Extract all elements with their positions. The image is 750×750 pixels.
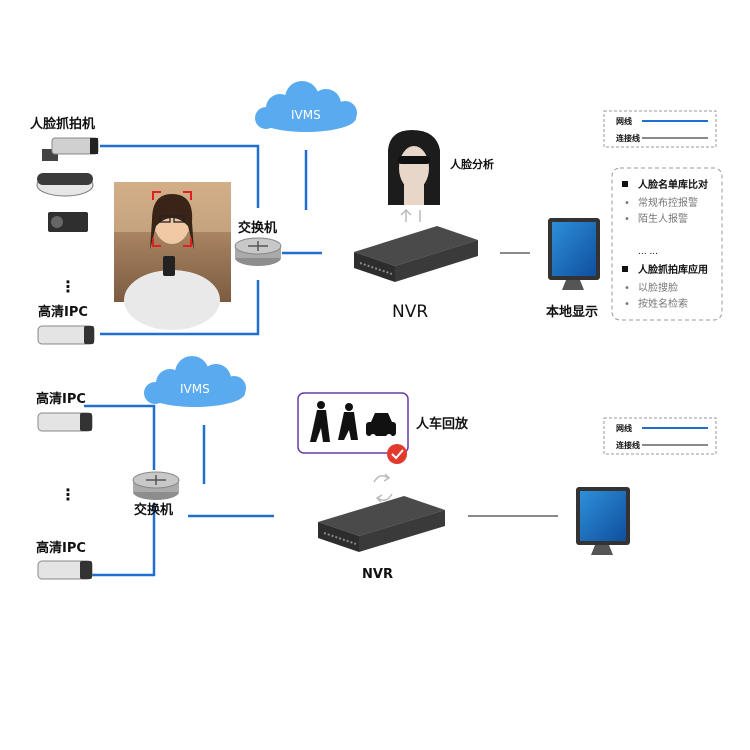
nvr-device-icon	[354, 226, 478, 282]
legend-network-label-bottom: 网线	[616, 423, 632, 433]
feature-item: •	[624, 283, 630, 294]
face-photo-image	[114, 182, 231, 330]
switch-label-bottom: 交换机	[134, 502, 173, 518]
feature-item: •	[624, 299, 630, 310]
playback-label: 人车回放	[416, 416, 469, 432]
switch-icon-bottom	[132, 471, 180, 500]
top-hd-ipc-camera-icon	[37, 325, 95, 345]
face-analysis-label: 人脸分析	[450, 157, 494, 171]
ivms-cloud-icon	[255, 81, 357, 132]
feature-item-text: 陌生人报警	[638, 212, 688, 225]
bottom-network-lines	[84, 404, 274, 577]
transfer-arrows-icon	[400, 208, 421, 222]
face-capture-camera-icon	[36, 137, 99, 232]
legend-top	[603, 110, 717, 148]
top-hd-ipc-label: 高清IPC	[38, 304, 88, 320]
feature-group1-title: 人脸名单库比对	[638, 178, 708, 191]
ivms-label: IVMS	[291, 108, 321, 122]
feature-item: •	[624, 198, 630, 209]
feature-item-text: 按姓名检索	[638, 297, 688, 310]
transfer-arrows-icon-bottom	[373, 473, 393, 503]
bullet-square-2	[622, 266, 628, 272]
face-analysis-image	[383, 130, 443, 205]
face-capture-label: 人脸抓拍机	[30, 116, 95, 132]
bottom-hd-ipc-camera-icon-1	[37, 412, 93, 432]
feature-more: ... ...	[638, 247, 658, 257]
check-badge-icon	[387, 444, 407, 464]
local-display-label: 本地显示	[546, 304, 598, 320]
nvr-label-bottom: NVR	[362, 567, 393, 582]
legend-network-label: 网线	[616, 116, 632, 126]
ivms-cloud-icon-bottom	[144, 356, 246, 407]
feature-item: •	[624, 214, 630, 225]
nvr-label: NVR	[392, 302, 428, 322]
bottom-hd-ipc-label-1: 高清IPC	[36, 391, 86, 407]
switch-icon	[234, 237, 282, 266]
feature-item-text: 以脸搜脸	[638, 281, 678, 294]
bullet-square-1	[622, 181, 628, 187]
monitor-icon	[548, 218, 600, 290]
legend-connect-label-bottom: 连接线	[616, 440, 640, 450]
bottom-ellipsis: ⋮	[60, 485, 76, 504]
bottom-hd-ipc-label-2: 高清IPC	[36, 540, 86, 556]
legend-bottom	[603, 417, 717, 455]
top-network-lines	[100, 144, 322, 336]
playback-box	[297, 392, 409, 454]
feature-box	[611, 167, 723, 321]
legend-connect-label: 连接线	[616, 133, 640, 143]
monitor-icon-bottom	[576, 487, 630, 555]
feature-group2-title: 人脸抓拍库应用	[638, 263, 708, 276]
feature-item-text: 常规布控报警	[638, 196, 698, 209]
person-icon	[338, 403, 358, 440]
ivms-label-bottom: IVMS	[180, 382, 210, 396]
person-icon	[310, 401, 330, 442]
top-ellipsis: ⋮	[60, 277, 76, 296]
car-icon	[366, 413, 396, 440]
bottom-hd-ipc-camera-icon-2	[37, 560, 93, 580]
nvr-device-icon-bottom	[318, 496, 445, 552]
switch-label: 交换机	[238, 220, 277, 236]
